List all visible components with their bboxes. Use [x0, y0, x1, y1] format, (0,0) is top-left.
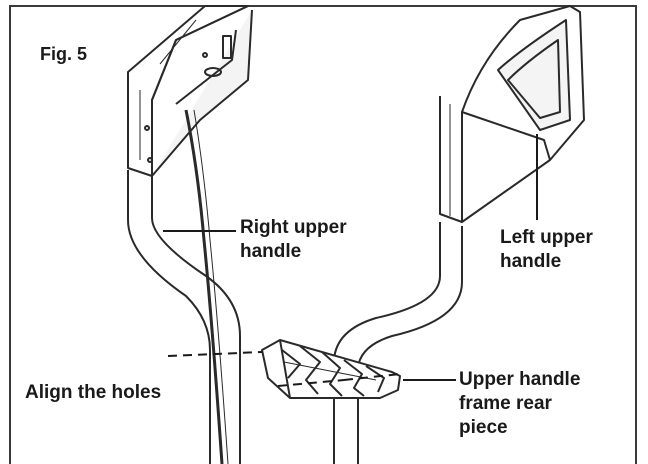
align-holes-label: Align the holes	[25, 382, 162, 403]
align-hole-lines	[167, 351, 401, 387]
leader-lines	[163, 134, 538, 381]
left-upper-handle-label: Left upper handle	[500, 227, 593, 272]
left-upper-handle	[333, 5, 585, 464]
figure-label: Fig. 5	[40, 44, 88, 64]
rear-piece-bracket	[261, 339, 401, 399]
figure-border	[9, 5, 637, 464]
right-upper-handle-label: Right upper handle	[240, 217, 347, 262]
rear-piece-label: Upper handle frame rear piece	[459, 369, 581, 438]
right-upper-handle	[127, 5, 253, 464]
